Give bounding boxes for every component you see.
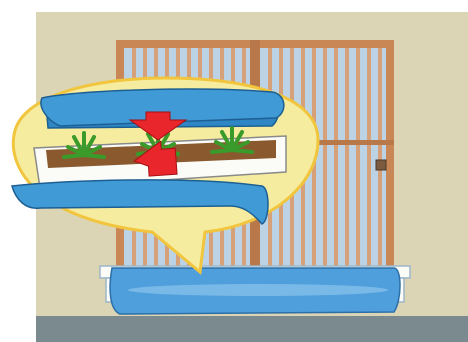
- door-handle-icon: [375, 159, 387, 171]
- door-lattice-bar: [312, 48, 316, 294]
- door-lattice-bar: [378, 48, 382, 294]
- blue-cover-sheet-icon: [40, 88, 285, 127]
- door-lattice-bar: [345, 48, 349, 294]
- door-lattice-bar: [334, 48, 338, 294]
- seedling-icon: [62, 131, 106, 159]
- up-arrow-icon: [132, 140, 178, 177]
- planter-box-icon: [99, 265, 411, 315]
- blue-cover-sheet-icon: [11, 179, 269, 225]
- door-lattice-bar: [367, 48, 371, 294]
- seedling-icon: [136, 128, 180, 156]
- seedling-icon: [210, 126, 254, 154]
- door-lattice-bar: [356, 48, 360, 294]
- door-lattice-bar: [323, 48, 327, 294]
- down-arrow-icon: [128, 111, 188, 141]
- floor: [36, 316, 468, 342]
